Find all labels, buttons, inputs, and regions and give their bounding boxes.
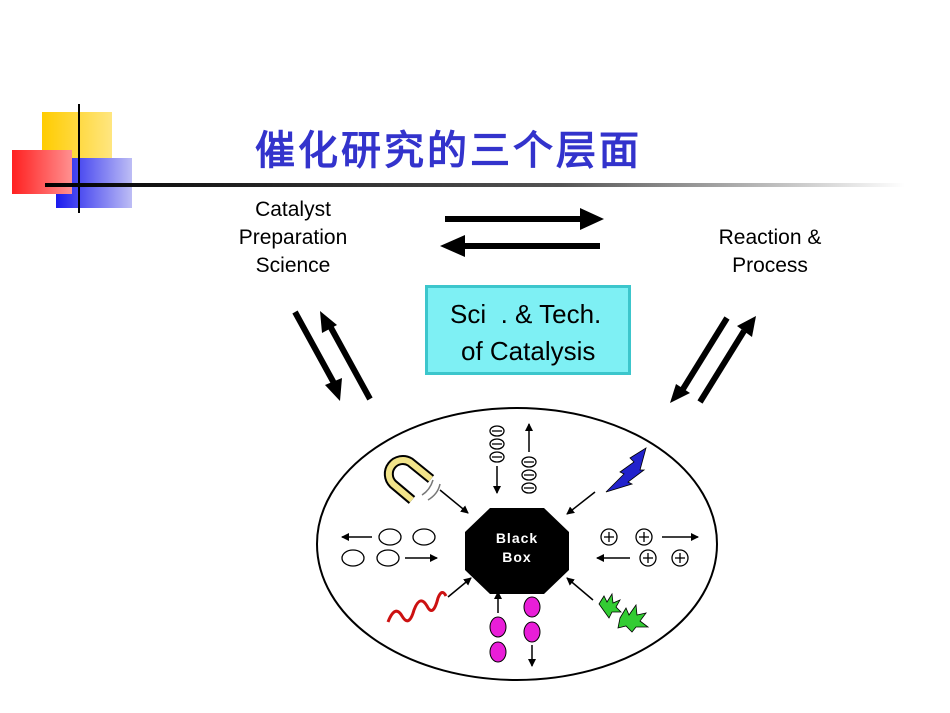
catalyst-preparation-label: Catalyst Preparation Science — [218, 196, 368, 280]
black-box-line: Box — [502, 549, 532, 565]
particle-arrows — [494, 591, 536, 667]
sci-tech-catalysis-box — [425, 285, 631, 375]
burst-icon — [598, 592, 650, 633]
right-exchange-arrows — [670, 316, 756, 404]
top-exchange-arrows — [440, 208, 604, 257]
anion-icon — [489, 425, 537, 494]
inward-arrows — [439, 489, 596, 601]
label-line: Science — [255, 254, 331, 277]
label-line: Preparation — [238, 226, 348, 249]
corner-decoration — [12, 104, 132, 213]
center-box-line: of Catalysis — [461, 336, 596, 366]
black-box-label: Black Box — [467, 529, 567, 567]
reaction-process-label: Reaction & Process — [695, 224, 845, 280]
left-exchange-arrows — [292, 310, 373, 401]
cation-arrows — [596, 533, 699, 562]
black-box-line: Black — [495, 530, 539, 546]
cation-icon — [600, 528, 689, 567]
label-line: Reaction & — [718, 226, 822, 249]
slide-title: 催化研究的三个层面 — [255, 128, 642, 174]
anion-arrows — [493, 423, 533, 494]
particle-icon — [489, 596, 541, 663]
magnet-icon — [383, 455, 441, 504]
title-rule — [45, 183, 905, 187]
wave-icon — [386, 591, 448, 623]
label-line: Catalyst — [255, 198, 331, 221]
neutral-arrows — [341, 533, 438, 562]
label-line: Process — [732, 254, 808, 277]
neutral-particles-left — [341, 528, 436, 567]
lightning-icon — [605, 447, 647, 493]
black-box-octagon — [465, 508, 569, 594]
center-box-line: Sci . & Tech. — [450, 299, 602, 329]
